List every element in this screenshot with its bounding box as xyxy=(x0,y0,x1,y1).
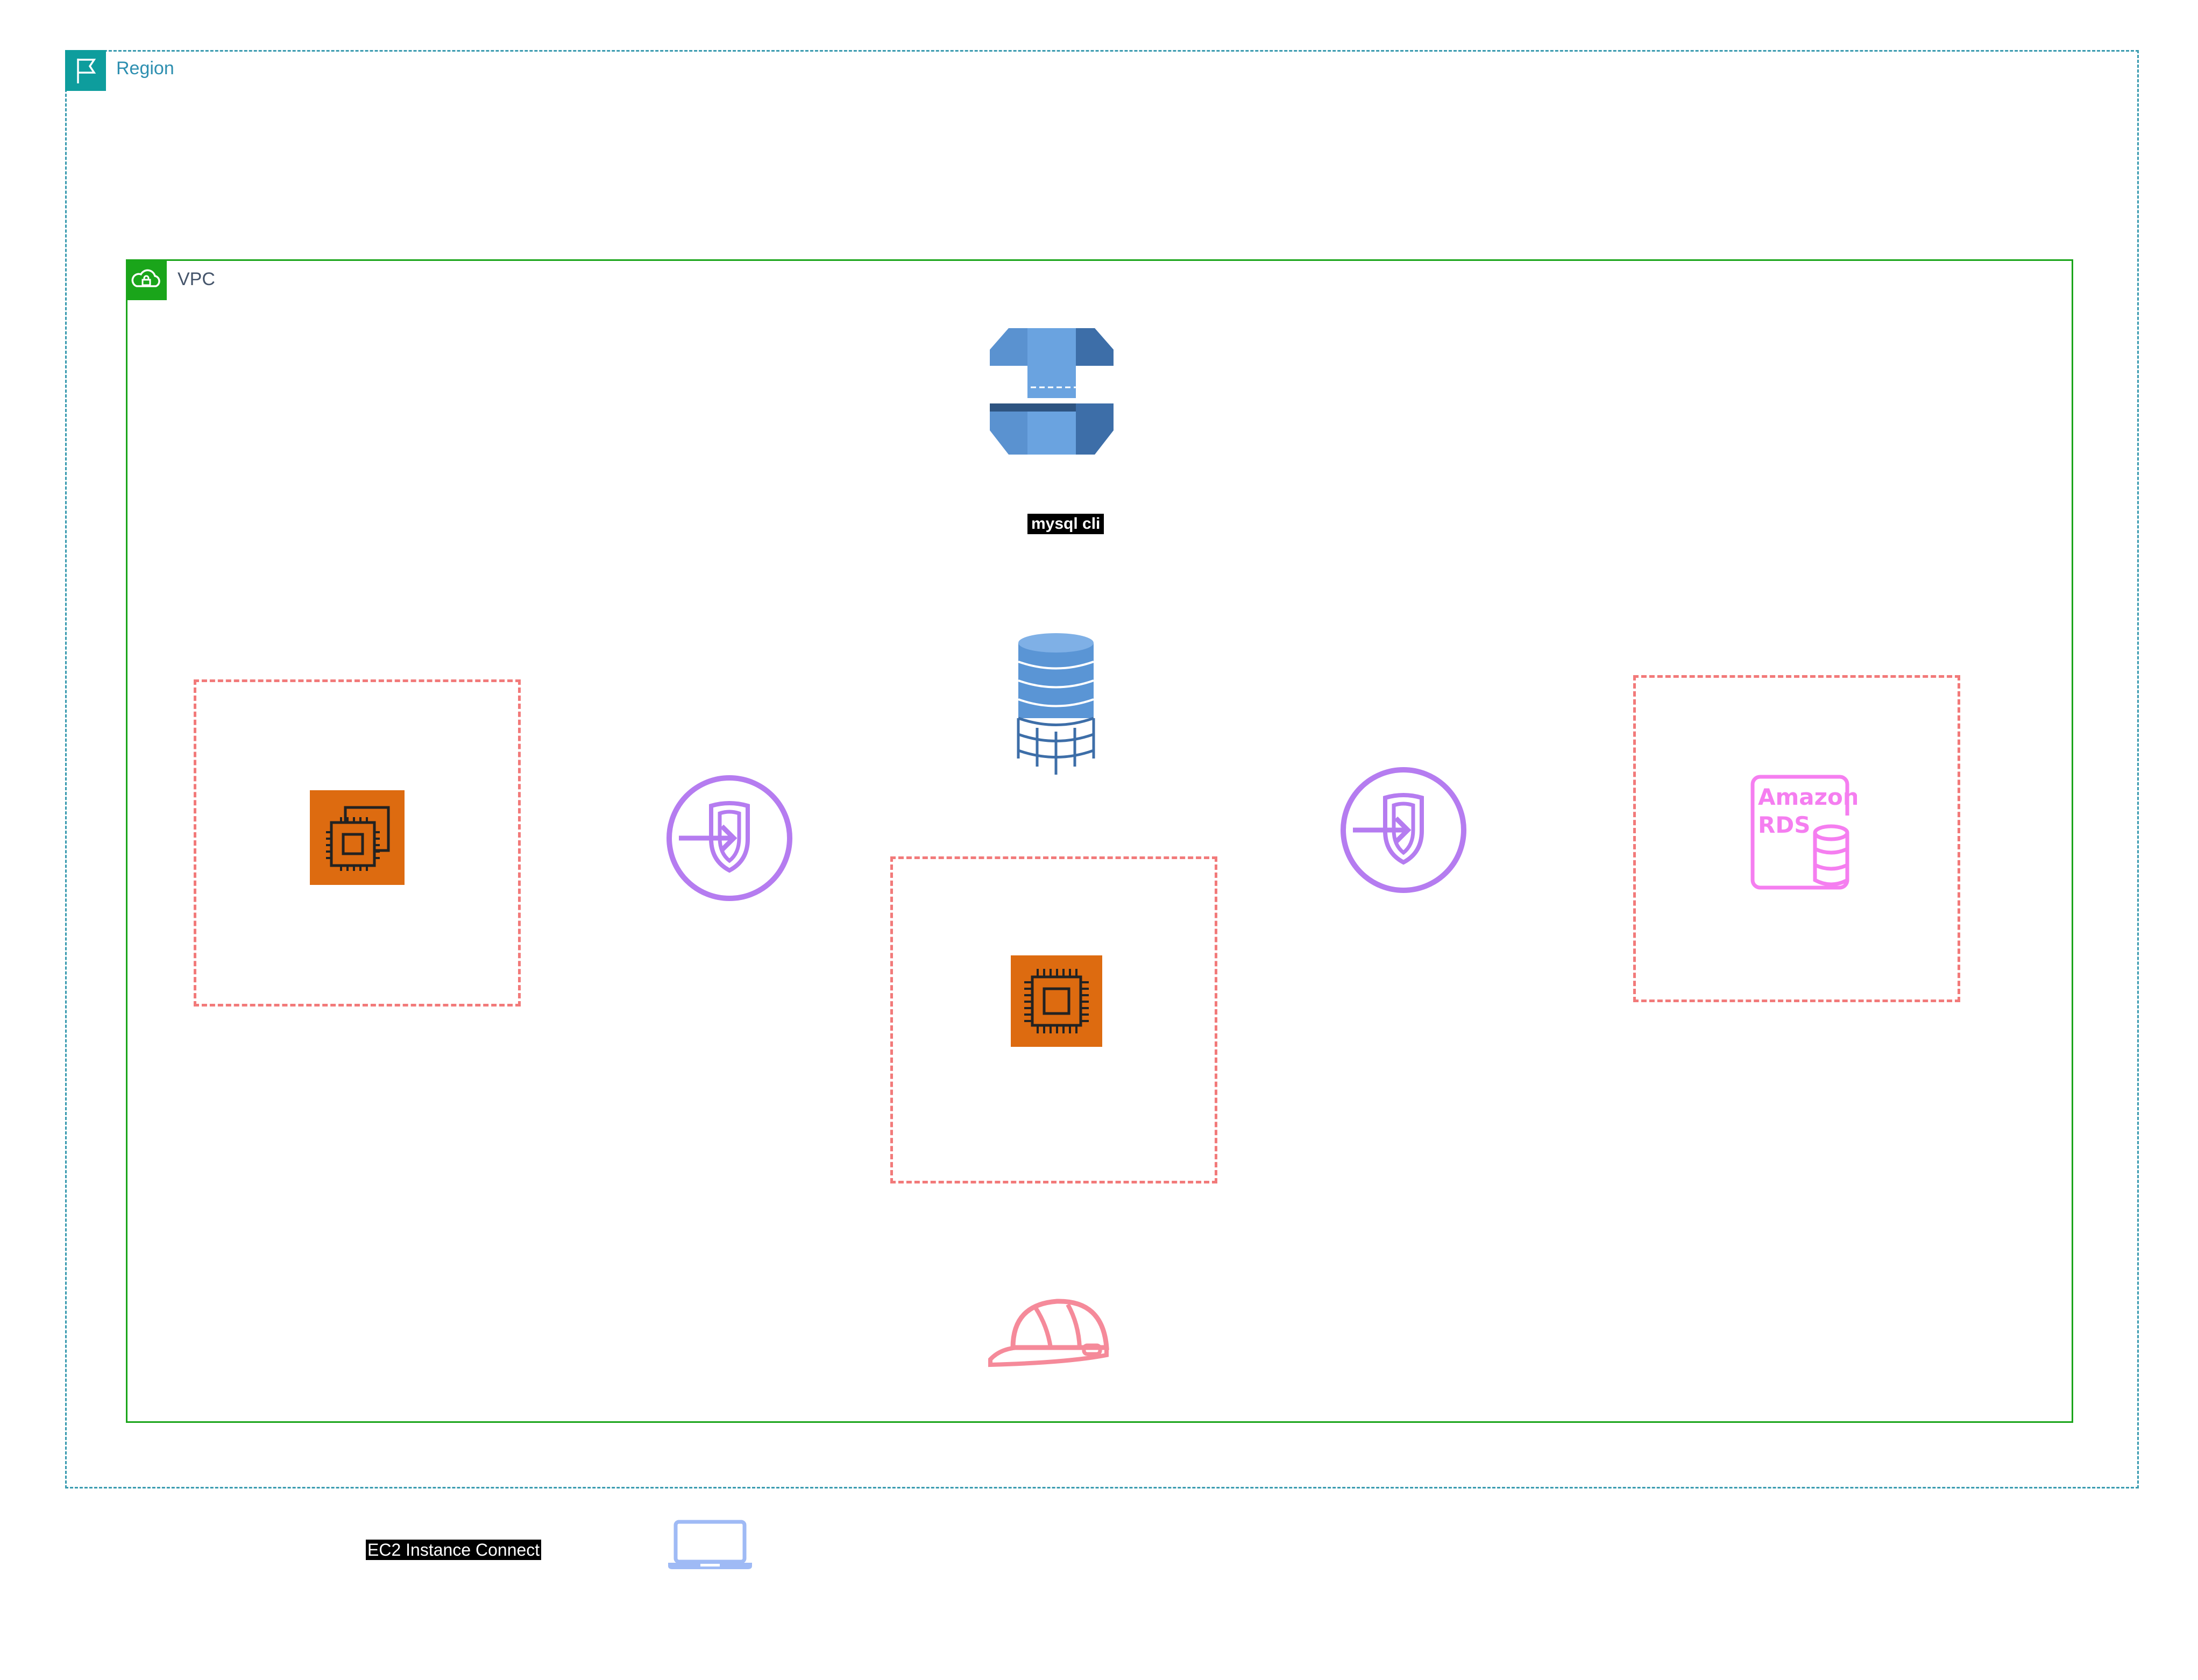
instance-connect-endpoint-icon[interactable] xyxy=(666,775,793,902)
vpc-label: VPC xyxy=(178,269,215,289)
ec2-instance-icon[interactable] xyxy=(1011,955,1102,1047)
database-migration-service-icon xyxy=(990,323,1114,457)
rds-label-line1: Amazon xyxy=(1758,784,1857,810)
region-flag-icon xyxy=(65,50,106,91)
ec2-instance-connect-label: EC2 Instance Connect xyxy=(366,1540,542,1560)
helmet-icon xyxy=(987,1294,1114,1369)
laptop-icon[interactable] xyxy=(667,1519,753,1572)
database-storage-icon xyxy=(1016,632,1096,777)
instance-connect-endpoint-icon[interactable] xyxy=(1340,767,1467,894)
region-label: Region xyxy=(116,58,174,79)
subnet-center xyxy=(890,856,1217,1183)
ec2-instances-icon[interactable] xyxy=(310,790,405,885)
subnet-left xyxy=(194,679,521,1006)
vpc-cloud-lock-icon xyxy=(126,259,167,300)
rds-label-line2: RDS xyxy=(1758,812,1810,838)
region-container xyxy=(65,50,2139,1488)
vpc-container xyxy=(126,259,2073,1423)
amazon-rds-icon[interactable]: Amazon RDS xyxy=(1739,772,1859,891)
mysql-cli-label: mysql cli xyxy=(1027,514,1104,534)
subnet-right xyxy=(1633,675,1960,1002)
